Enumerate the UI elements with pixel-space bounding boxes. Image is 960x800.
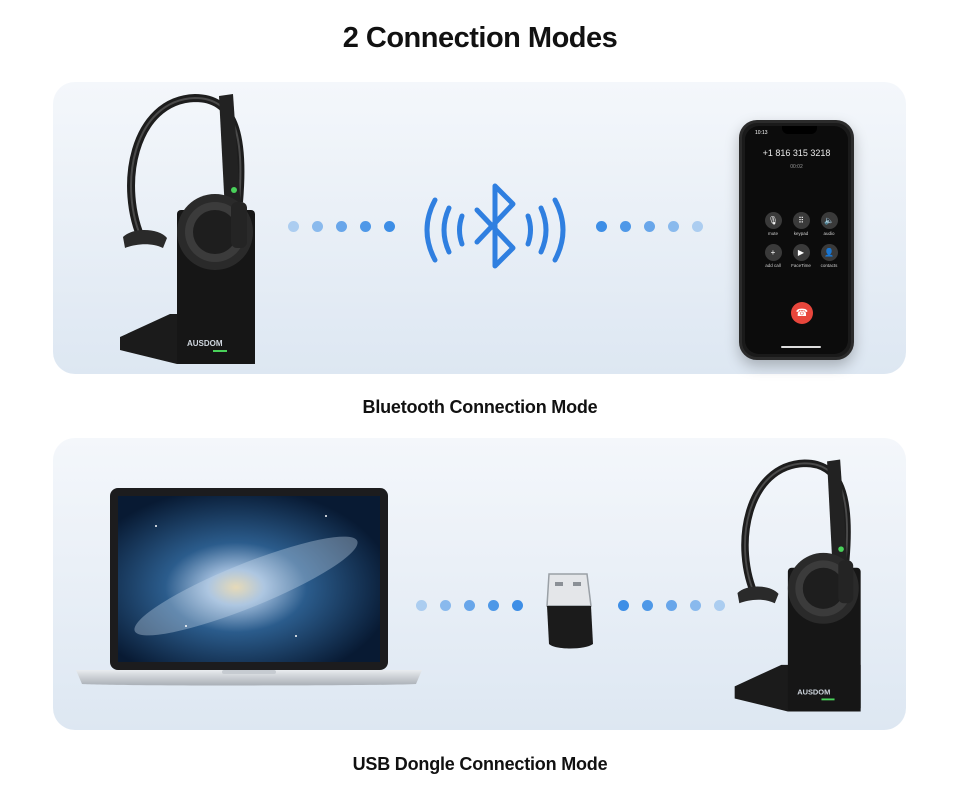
dot — [360, 221, 371, 232]
usb-dongle-image — [546, 573, 593, 649]
smartphone-image: 10:13 +1 816 315 3218 00:02 🎙mute ⠿keypa… — [739, 120, 854, 360]
dot — [416, 600, 427, 611]
contacts-button: 👤contacts — [815, 244, 843, 268]
dot — [692, 221, 703, 232]
dot — [312, 221, 323, 232]
phone-call-duration: 00:02 — [790, 164, 803, 170]
add-call-button: +add call — [759, 244, 787, 268]
dot — [714, 600, 725, 611]
dot — [440, 600, 451, 611]
usb-dongle-mode-caption: USB Dongle Connection Mode — [352, 754, 608, 774]
usb-dots-left — [416, 600, 523, 611]
contacts-icon: 👤 — [820, 244, 838, 261]
mute-icon: 🎙 — [764, 212, 782, 229]
dot — [464, 600, 475, 611]
bluetooth-icon — [424, 183, 566, 269]
svg-text:AUSDOM: AUSDOM — [187, 339, 223, 348]
phone-notch — [782, 126, 817, 134]
dot — [384, 221, 395, 232]
headset-with-stand-image: AUSDOM — [120, 93, 255, 364]
connection-dots-left — [288, 221, 395, 232]
facetime-button: ▶FaceTime — [787, 244, 815, 268]
dot — [620, 221, 631, 232]
keypad-icon: ⠿ — [792, 212, 810, 229]
dot — [512, 600, 523, 611]
dot — [596, 221, 607, 232]
audio-icon: 🔈 — [820, 212, 838, 229]
audio-button: 🔈audio — [815, 212, 843, 236]
dot — [336, 221, 347, 232]
usb-dots-right — [618, 600, 725, 611]
svg-text:AUSDOM: AUSDOM — [797, 688, 830, 697]
dot — [488, 600, 499, 611]
dot — [668, 221, 679, 232]
page-title: 2 Connection Modes — [342, 22, 618, 54]
dot — [618, 600, 629, 611]
phone-call-screen: 10:13 +1 816 315 3218 00:02 🎙mute ⠿keypa… — [745, 126, 848, 354]
facetime-icon: ▶ — [792, 244, 810, 261]
laptop-image — [76, 488, 422, 686]
home-indicator — [781, 346, 821, 348]
keypad-button: ⠿keypad — [787, 212, 815, 236]
phone-call-number: +1 816 315 3218 — [762, 148, 831, 158]
headset-with-stand-image-2: AUSDOM — [734, 459, 861, 712]
dot — [690, 600, 701, 611]
dot — [288, 221, 299, 232]
add-call-icon: + — [764, 244, 782, 261]
dot — [666, 600, 677, 611]
end-call-icon: ☎ — [791, 302, 813, 324]
dot — [644, 221, 655, 232]
phone-call-controls: 🎙mute ⠿keypad 🔈audio +add call ▶FaceTime… — [759, 212, 843, 268]
mute-button: 🎙mute — [759, 212, 787, 236]
connection-dots-right — [596, 221, 703, 232]
phone-status-time: 10:13 — [755, 130, 768, 136]
dot — [642, 600, 653, 611]
bluetooth-mode-caption: Bluetooth Connection Mode — [362, 397, 598, 417]
